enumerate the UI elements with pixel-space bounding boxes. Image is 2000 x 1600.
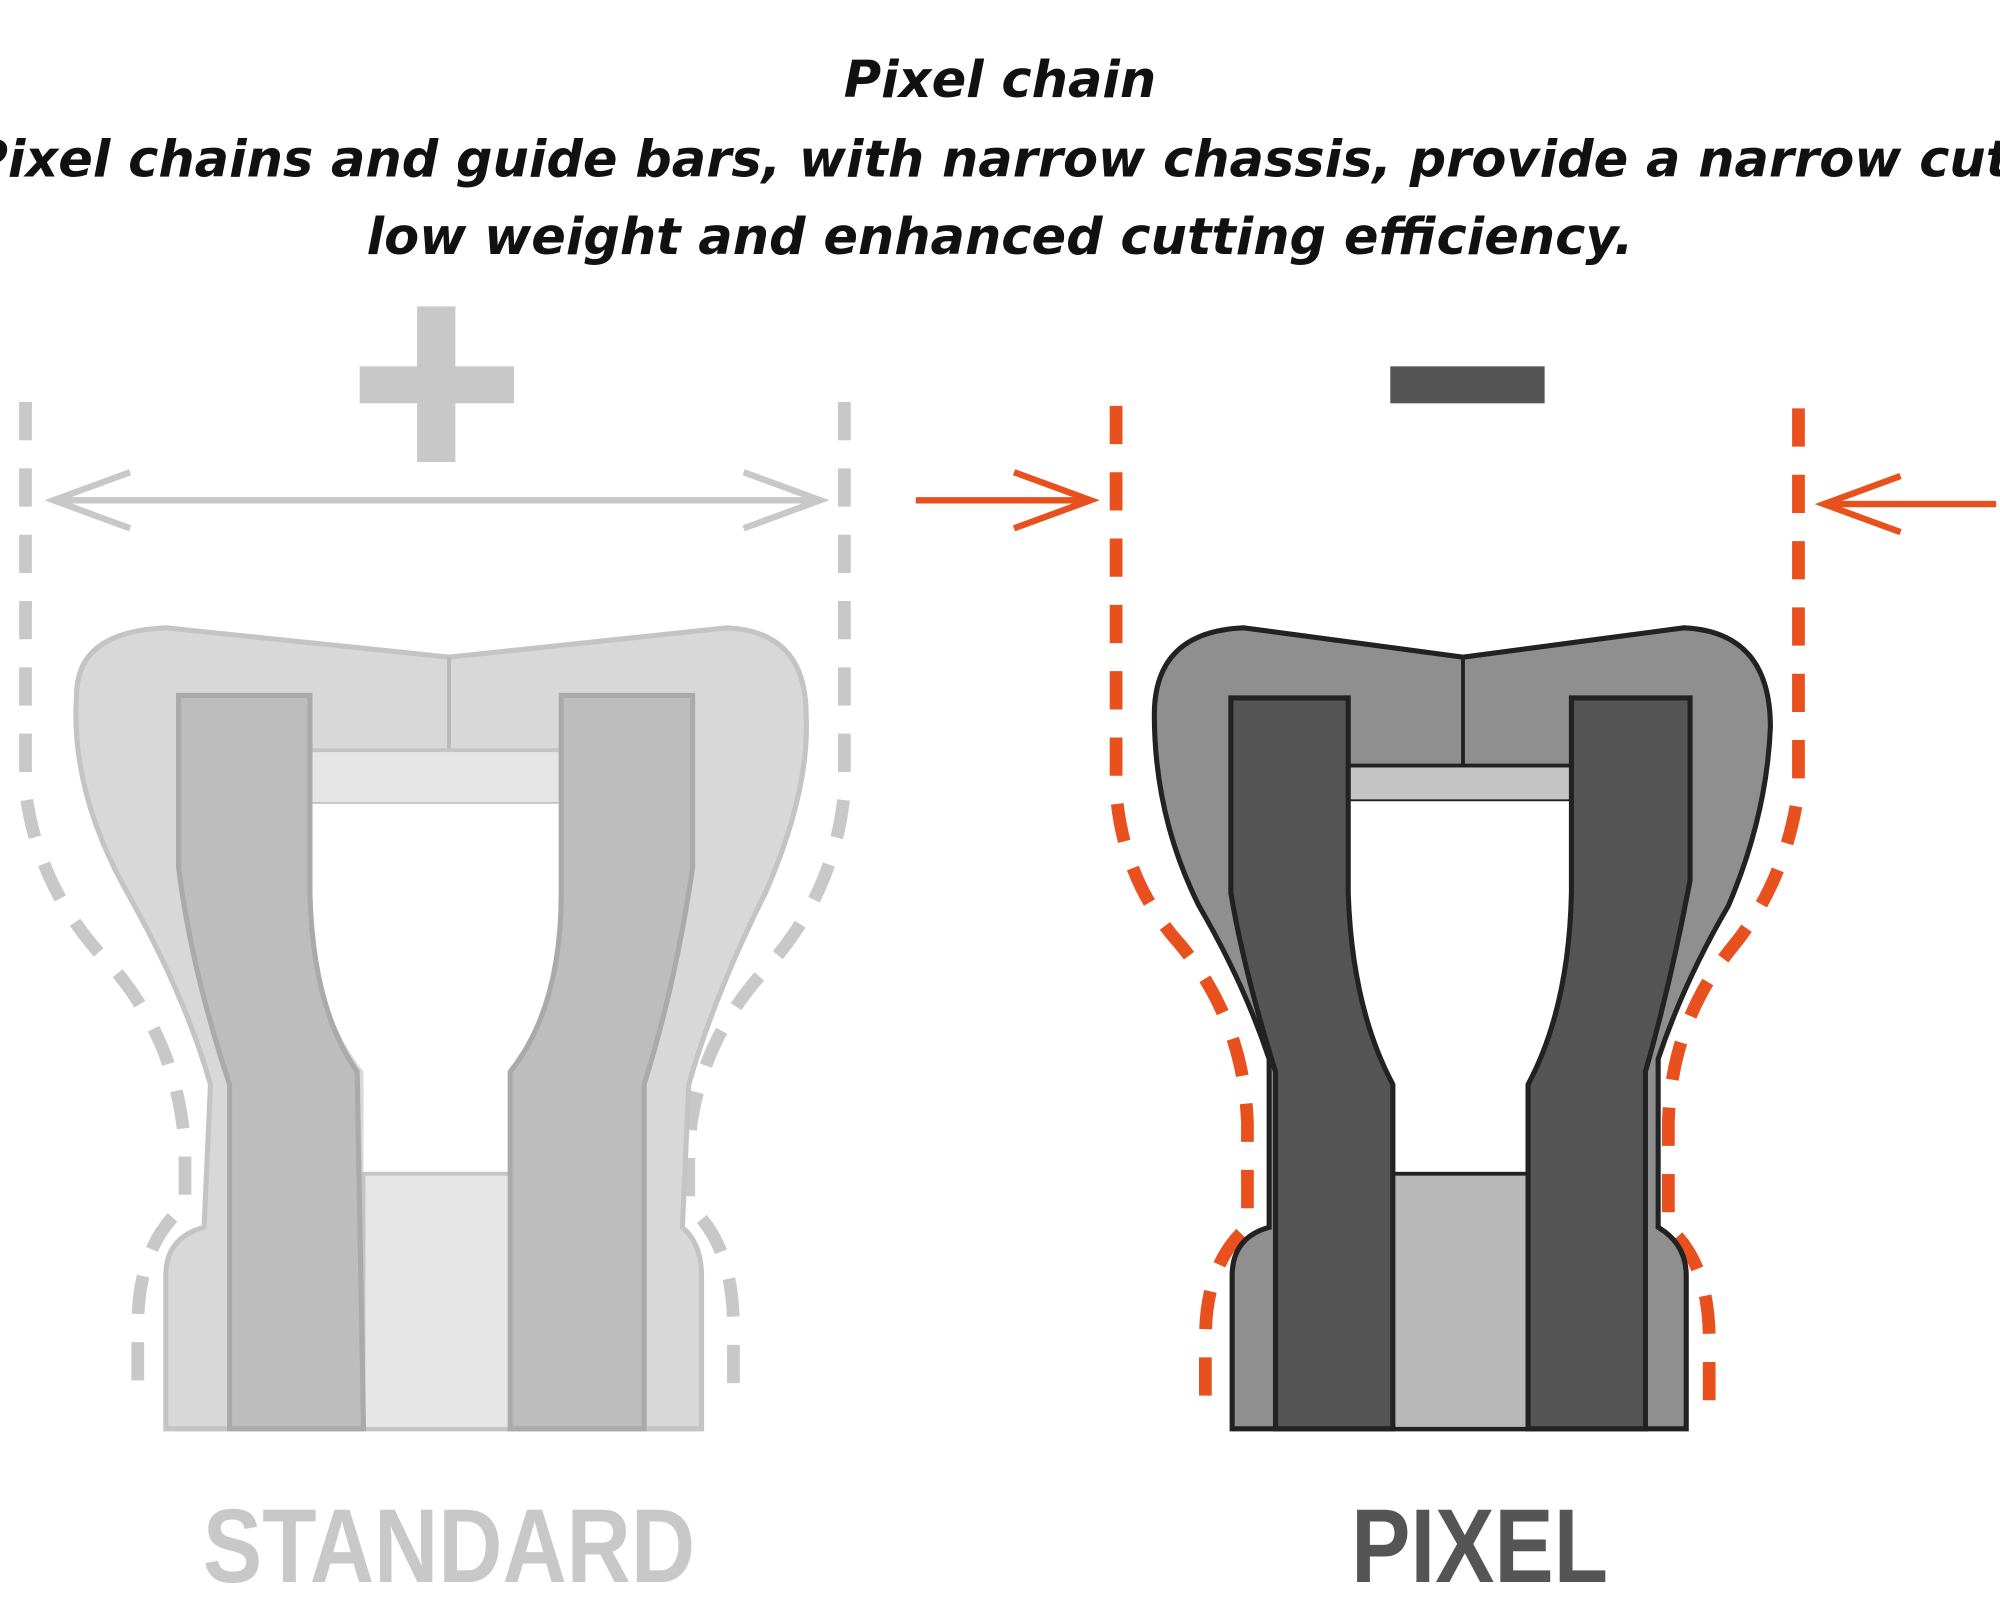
pixel-left-plate [1228,695,1396,1432]
cut-width-outline [19,402,851,1404]
standard-left-plate [176,692,367,1432]
pixel-chain: PIXEL [915,366,1997,1600]
standard-label: STANDARD [203,1487,695,1600]
pixel-label: PIXEL [1351,1487,1608,1600]
standard-chain: STANDARD [19,306,851,1600]
pixel-right-plate [1525,695,1693,1432]
title-line-1: Pixel chain [844,51,1156,110]
minus-icon [1390,366,1545,404]
width-arrow-icon [44,469,830,532]
title-line-2: Pixel chains and guide bars, with narrow… [0,130,2000,189]
standard-right-plate [507,692,696,1432]
narrow-arrow-icons [915,469,1997,536]
title-line-3: low weight and enhanced cutting efficien… [367,208,1634,267]
plus-icon [359,306,515,462]
